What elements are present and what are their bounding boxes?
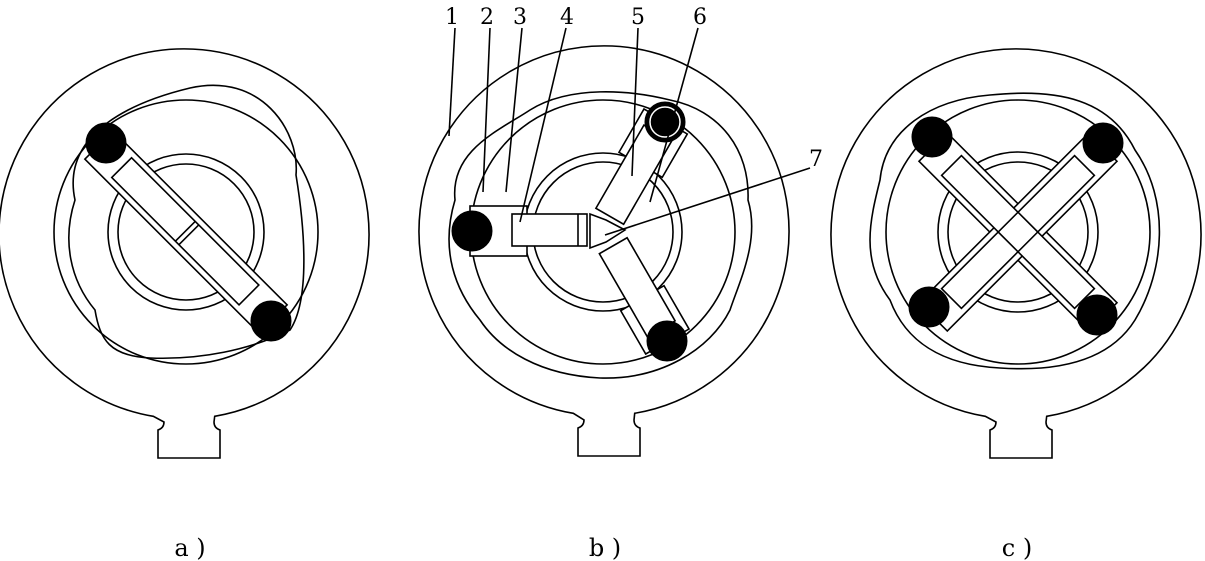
panel-b-3-vane-rotor: 1 2 3 4 5 6 7 b ): [418, 5, 823, 561]
housing-outline: [0, 48, 370, 459]
roller-ball: [250, 300, 292, 342]
panel-caption: b ): [589, 534, 621, 561]
leader-line: [448, 27, 456, 137]
roller-ball: [1082, 122, 1124, 164]
leader-line: [482, 27, 491, 193]
cam-ring-inner: [885, 99, 1151, 365]
roller-ball: [1076, 294, 1118, 336]
cam-ring-outer: [869, 92, 1161, 370]
panel-caption: c ): [1002, 534, 1032, 561]
rotor-outer: [937, 151, 1099, 313]
rotor-bore: [117, 163, 255, 301]
callout-7: 7: [809, 147, 823, 172]
callout-3: 3: [513, 5, 527, 30]
leader-line: [519, 27, 567, 223]
roller-ball: [85, 122, 127, 164]
vane-crossing: [999, 213, 1037, 251]
housing-outline: [830, 48, 1202, 459]
vane: [511, 213, 588, 247]
vane-assembly: [917, 131, 1119, 333]
panel-c-4-vane-rotor: c ): [830, 48, 1202, 561]
rotor-outer: [107, 153, 265, 311]
callout-2: 2: [480, 5, 494, 30]
leader-line: [649, 27, 699, 203]
callout-5: 5: [631, 5, 645, 30]
leader-line: [505, 27, 523, 193]
roller-ball: [451, 210, 493, 252]
callout-4: 4: [560, 5, 574, 30]
roller-ball: [646, 320, 688, 362]
rotor-bore: [947, 161, 1089, 303]
panel-caption: a ): [174, 534, 205, 561]
callout-1: 1: [445, 5, 459, 30]
vane-assembly: [83, 129, 289, 335]
cam-ring-inner: [53, 99, 319, 365]
vane-joint: [174, 220, 196, 242]
panel-a-2-vane-rotor: a ): [0, 48, 370, 561]
housing-outline: [418, 45, 790, 457]
vane-assembly: [469, 107, 691, 356]
cam-ring-outer: [68, 84, 305, 360]
roller-ball: [911, 116, 953, 158]
vane-joint: [997, 231, 1019, 253]
vane-joint: [178, 224, 200, 246]
vane-joint: [1017, 211, 1039, 233]
roller-ball-ring: [649, 106, 681, 138]
cam-ring-outer: [448, 91, 753, 379]
leader-line: [631, 27, 639, 177]
roller-ball: [644, 101, 686, 143]
leader-line: [604, 167, 811, 236]
center-wedge: [589, 212, 627, 250]
roller-ball: [908, 286, 950, 328]
callout-6: 6: [693, 5, 707, 30]
